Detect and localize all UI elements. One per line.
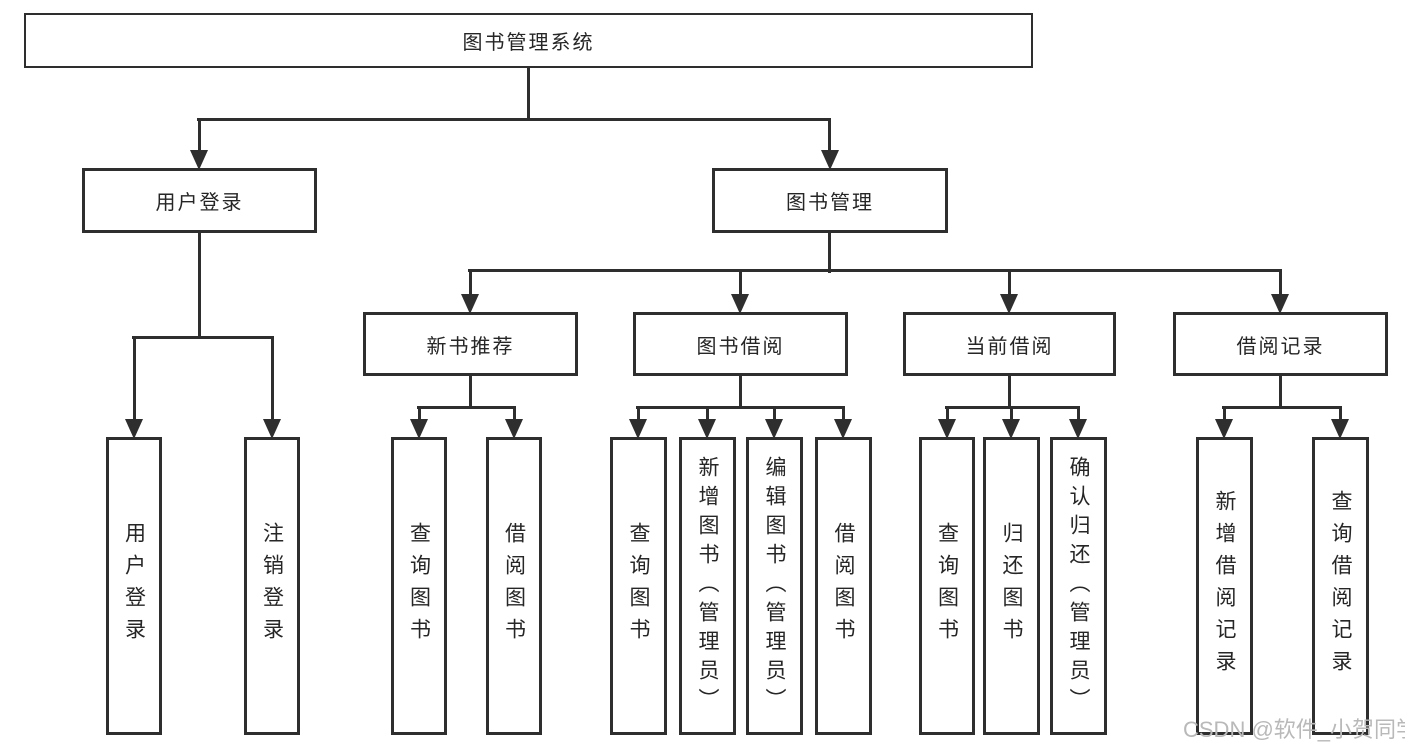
arrow-down-icon [1331,419,1349,439]
connector-line [637,408,640,421]
arrow-down-icon [731,294,749,314]
node-current-borrow: 当前借阅 [903,312,1116,376]
connector-line [468,269,1282,272]
arrow-down-icon [1215,419,1233,439]
leaf-borrow-books-2: 借阅图书 [815,437,872,735]
connector-line [132,336,274,339]
leaf-query-books-1: 查询图书 [391,437,447,735]
arrow-down-icon [698,419,716,439]
leaf-query-books-2: 查询图书 [610,437,667,735]
connector-line [1223,408,1226,421]
node-new-book-recommend: 新书推荐 [363,312,578,376]
node-label: 新书推荐 [426,335,515,358]
connector-line [527,66,530,120]
node-label: 借阅记录 [1236,335,1325,358]
connector-line [1008,374,1011,408]
leaf-label: 查询图书 [627,522,650,650]
connector-line [1077,408,1080,421]
arrow-down-icon [938,419,956,439]
arrow-down-icon [263,419,281,439]
connector-line [636,406,845,409]
connector-line [945,406,1080,409]
connector-line [1222,406,1342,409]
connector-line [469,271,472,296]
node-label: 当前借阅 [965,335,1054,358]
arrow-down-icon [190,150,208,170]
node-book-management: 图书管理 [712,168,948,233]
leaf-confirm-return-admin: 确认归还（管理员） [1050,437,1107,735]
connector-line [828,231,831,273]
leaf-add-borrow-record: 新增借阅记录 [1196,437,1253,735]
csdn-watermark: CSDN @软件_小贺同学 [1183,717,1405,742]
connector-line [1008,271,1011,296]
connector-line [773,408,776,421]
connector-line [198,120,201,152]
connector-line [739,271,742,296]
leaf-query-books-3: 查询图书 [919,437,975,735]
connector-line [706,408,709,421]
connector-line [417,406,516,409]
connector-line [1339,408,1342,421]
arrow-down-icon [461,294,479,314]
arrow-down-icon [1271,294,1289,314]
leaf-query-borrow-record: 查询借阅记录 [1312,437,1369,735]
connector-line [828,120,831,152]
node-user-login: 用户登录 [82,168,317,233]
connector-line [739,374,742,408]
connector-line [469,374,472,408]
arrow-down-icon [1069,419,1087,439]
arrow-down-icon [505,419,523,439]
leaf-label: 注销登录 [260,522,284,650]
arrow-down-icon [125,419,143,439]
leaf-label: 查询图书 [935,522,959,650]
connector-line [271,338,274,421]
node-library-system: 图书管理系统 [24,13,1033,68]
connector-line [418,408,421,421]
node-label: 图书管理 [786,192,874,214]
leaf-label: 借阅图书 [502,522,526,650]
leaf-edit-book-admin: 编辑图书（管理员） [746,437,803,735]
connector-line [1279,374,1282,408]
leaf-return-book: 归还图书 [983,437,1040,735]
arrow-down-icon [629,419,647,439]
arrow-down-icon [1000,294,1018,314]
leaf-label: 新增借阅记录 [1213,490,1236,682]
node-label: 用户登录 [155,192,244,214]
leaf-logout: 注销登录 [244,437,300,735]
arrow-down-icon [834,419,852,439]
leaf-label: 编辑图书（管理员） [763,455,786,717]
node-label: 图书借阅 [696,335,785,358]
connector-line [946,408,949,421]
leaf-label: 归还图书 [1000,522,1023,650]
node-book-borrow: 图书借阅 [633,312,848,376]
connector-line [1279,271,1282,296]
leaf-add-book-admin: 新增图书（管理员） [679,437,736,735]
arrow-down-icon [410,419,428,439]
leaf-borrow-books-1: 借阅图书 [486,437,542,735]
connector-line [198,231,201,338]
connector-line [197,118,831,121]
connector-line [1010,408,1013,421]
leaf-label: 确认归还（管理员） [1067,455,1090,717]
arrow-down-icon [1002,419,1020,439]
leaf-user-login: 用户登录 [106,437,162,735]
leaf-label: 新增图书（管理员） [696,455,719,717]
connector-line [842,408,845,421]
arrow-down-icon [821,150,839,170]
leaf-label: 借阅图书 [832,522,855,650]
leaf-label: 查询图书 [407,522,431,650]
leaf-label: 用户登录 [122,522,146,650]
connector-line [513,408,516,421]
node-borrow-records: 借阅记录 [1173,312,1388,376]
connector-line [133,338,136,421]
arrow-down-icon [765,419,783,439]
node-label: 图书管理系统 [462,32,595,54]
leaf-label: 查询借阅记录 [1329,490,1352,682]
